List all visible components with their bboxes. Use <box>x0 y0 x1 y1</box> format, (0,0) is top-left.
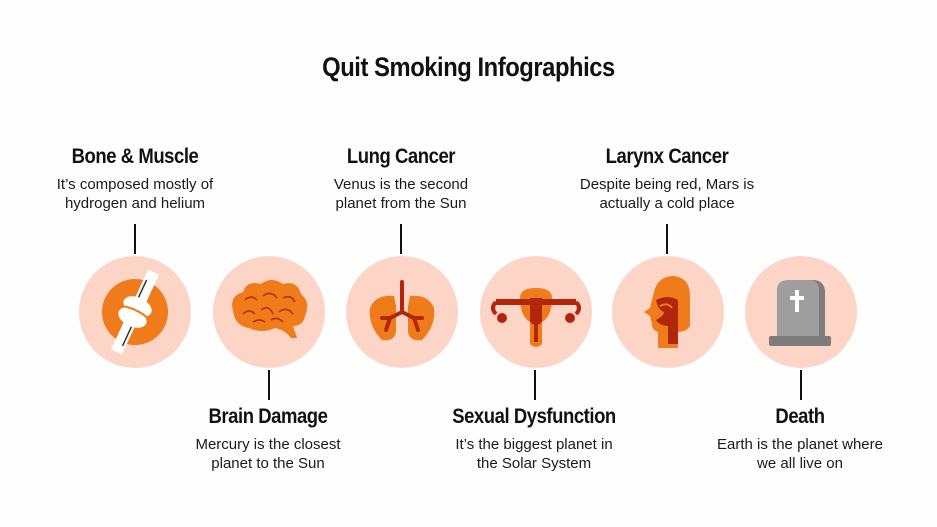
item-brain-damage: Brain Damage Mercury is the closest plan… <box>158 405 378 473</box>
item-heading: Larynx Cancer <box>605 145 729 168</box>
connector-line <box>666 224 668 254</box>
item-heading: Brain Damage <box>208 405 328 428</box>
brain-icon <box>232 280 308 338</box>
item-heading: Bone & Muscle <box>71 145 199 168</box>
connector-line <box>400 224 402 254</box>
item-sexual-dysfunction: Sexual Dysfunction It’s the biggest plan… <box>424 405 644 473</box>
tombstone-icon <box>769 280 831 346</box>
circle-sexual-dysfunction <box>480 256 592 368</box>
item-description: It’s composed mostly of hydrogen and hel… <box>56 176 214 212</box>
connector-line <box>268 370 270 400</box>
item-lung-cancer: Lung Cancer Venus is the second planet f… <box>291 145 511 213</box>
circle-death <box>745 256 857 368</box>
item-death: Death Earth is the planet where we all l… <box>690 405 910 473</box>
circle-lung-cancer <box>346 256 458 368</box>
larynx-head-icon <box>644 276 690 348</box>
item-description: Earth is the planet where we all live on <box>717 436 883 472</box>
item-description: Venus is the second planet from the Sun <box>333 176 469 212</box>
item-bone-muscle: Bone & Muscle It’s composed mostly of hy… <box>25 145 245 213</box>
circle-larynx-cancer <box>612 256 724 368</box>
item-description: Despite being red, Mars is actually a co… <box>579 176 755 212</box>
item-heading: Lung Cancer <box>346 145 456 168</box>
connector-line <box>800 370 802 400</box>
connector-line <box>534 370 536 400</box>
circle-brain-damage <box>213 256 325 368</box>
lungs-icon <box>369 280 435 341</box>
connector-line <box>134 224 136 254</box>
uterus-icon <box>491 288 581 347</box>
page-title: Quit Smoking Infographics <box>322 52 615 82</box>
circle-bone-muscle <box>79 256 191 368</box>
bone-joint-icon <box>102 269 168 355</box>
item-larynx-cancer: Larynx Cancer Despite being red, Mars is… <box>557 145 777 213</box>
item-description: It’s the biggest planet in the Solar Sys… <box>455 436 613 472</box>
item-description: Mercury is the closest planet to the Sun <box>195 436 341 472</box>
item-heading: Sexual Dysfunction <box>452 405 616 428</box>
item-heading: Death <box>775 405 825 428</box>
